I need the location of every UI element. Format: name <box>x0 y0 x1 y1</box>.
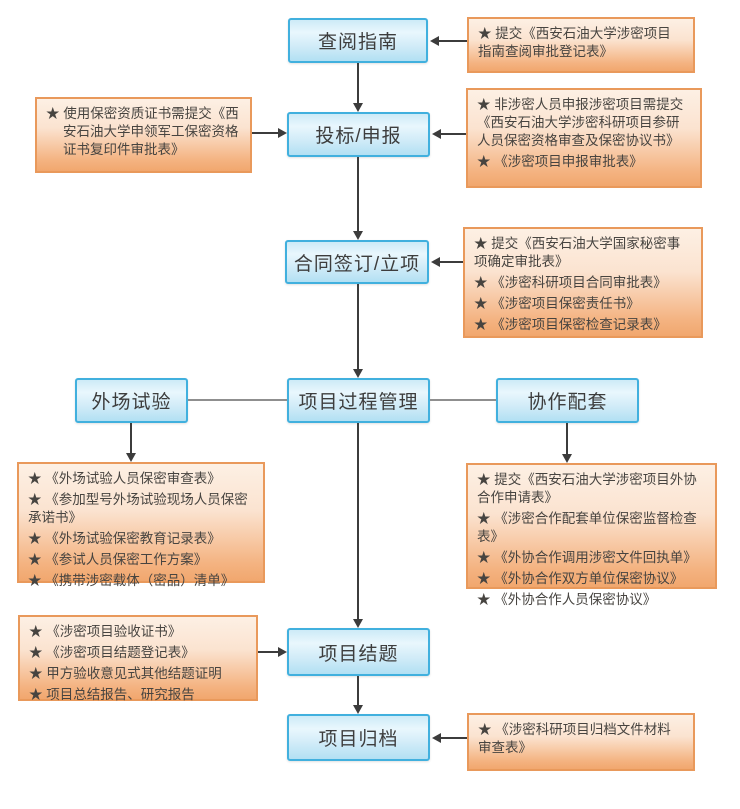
node-guide: 查阅指南 <box>288 18 428 63</box>
arrowhead-left-icon <box>431 257 440 267</box>
doc-box-field: ★ 《外场试验人员保密审查表》 ★ 《参加型号外场试验现场人员保密承诺书》 ★ 《外… <box>17 462 265 588</box>
node-label: 协作配套 <box>527 392 608 413</box>
doc-box-collab: ★ 提交《西安石油大学涉密项目外协合作申请表》 ★ 《涉密合作配套单位保密监督检查… <box>466 463 717 607</box>
node-label: 项目过程管理 <box>298 392 419 413</box>
node-label: 合同签订/立项 <box>293 253 421 275</box>
arrow-contract-to-process <box>357 284 359 369</box>
doc-item: ★ 《参加型号外场试验现场人员保密承诺书》 <box>28 492 248 525</box>
node-label: 查阅指南 <box>317 32 398 53</box>
doc-item: ★ 使用保密资质证书需提交《西安石油大学申领军工保密资格证书复印件审批表》 <box>46 106 239 157</box>
arrow-collab-to-docs <box>566 423 568 454</box>
connector-process-collab <box>430 399 496 401</box>
arrowhead-left-icon <box>430 36 439 46</box>
arrow-closing-to-archive <box>357 676 359 705</box>
doc-item: ★ 《外协合作调用涉密文件回执单》 <box>477 550 697 565</box>
doc-box-cert: ★ 使用保密资质证书需提交《西安石油大学申领军工保密资格证书复印件审批表》 <box>35 97 252 173</box>
doc-item: ★ 《涉密科研项目合同审批表》 <box>474 275 667 290</box>
node-label: 项目归档 <box>318 729 399 750</box>
arrow-process-to-closing <box>357 423 359 619</box>
doc-item: ★ 《外协合作人员保密协议》 <box>477 592 657 607</box>
arrow-bid-to-contract <box>357 157 359 231</box>
connector-fieldtest-process <box>188 399 287 401</box>
doc-item: ★ 项目总结报告、研究报告 <box>29 687 195 702</box>
arrowhead-left-icon <box>432 733 441 743</box>
arrowhead-down-icon <box>353 705 363 714</box>
arrowhead-left-icon <box>432 129 441 139</box>
node-label: 项目结题 <box>318 643 399 665</box>
doc-item: ★ 《涉密项目结题登记表》 <box>29 645 195 660</box>
node-contract: 合同签订/立项 <box>285 240 429 284</box>
arrow-closingdocs-to-closing <box>258 651 279 653</box>
doc-box-archive: ★ 《涉密科研项目归档文件材料审查表》 <box>467 713 695 771</box>
arrow-biddocs-to-bid <box>441 133 466 135</box>
arrowhead-down-icon <box>126 453 136 462</box>
doc-item: ★ 《涉密项目保密责任书》 <box>474 296 640 311</box>
node-process: 项目过程管理 <box>287 378 430 423</box>
arrowhead-down-icon <box>353 231 363 240</box>
node-label: 投标/申报 <box>315 126 402 147</box>
node-closing: 项目结题 <box>287 628 430 676</box>
doc-item: ★ 非涉密人员申报涉密项目需提交《西安石油大学涉密科研项目参研人员保密资格审查及… <box>477 97 684 148</box>
doc-item: ★ 《涉密科研项目归档文件材料审查表》 <box>478 722 671 755</box>
node-archive: 项目归档 <box>287 714 430 761</box>
doc-item: ★ 《外场试验保密教育记录表》 <box>28 531 221 546</box>
doc-box-guide: ★ 提交《西安石油大学涉密项目指南查阅审批登记表》 <box>467 17 695 73</box>
doc-item: ★ 甲方验收意见式其他结题证明 <box>29 666 222 681</box>
doc-item: ★ 《外场试验人员保密审查表》 <box>28 471 221 486</box>
node-field-test: 外场试验 <box>75 378 188 423</box>
arrowhead-right-icon <box>278 128 287 138</box>
doc-box-bid: ★ 非涉密人员申报涉密项目需提交《西安石油大学涉密科研项目参研人员保密资格审查及… <box>466 88 702 188</box>
doc-item: ★ 《外协合作双方单位保密协议》 <box>477 571 684 586</box>
arrowhead-down-icon <box>562 454 572 463</box>
arrowhead-down-icon <box>353 103 363 112</box>
arrowhead-right-icon <box>278 647 287 657</box>
doc-item: ★ 提交《西安石油大学国家秘密事项确定审批表》 <box>474 236 681 269</box>
arrowhead-down-icon <box>353 619 363 628</box>
arrow-archivedocs-to-archive <box>441 737 467 739</box>
arrow-contractdocs-to-contract <box>440 261 463 263</box>
arrow-certdocs-to-bid <box>252 132 279 134</box>
node-bid: 投标/申报 <box>287 112 430 157</box>
doc-item: ★ 《涉密项目验收证书》 <box>29 624 182 639</box>
doc-item: ★ 《参试人员保密工作方案》 <box>28 552 208 567</box>
doc-box-contract: ★ 提交《西安石油大学国家秘密事项确定审批表》 ★ 《涉密科研项目合同审批表》 ★ … <box>463 227 703 338</box>
node-collab: 协作配套 <box>496 378 639 423</box>
doc-item: ★ 提交《西安石油大学涉密项目外协合作申请表》 <box>477 472 697 505</box>
doc-box-closing: ★ 《涉密项目验收证书》 ★ 《涉密项目结题登记表》 ★ 甲方验收意见式其他结题证明… <box>18 615 258 702</box>
doc-item: ★ 《涉密合作配套单位保密监督检查表》 <box>477 511 697 544</box>
arrow-guidedocs-to-guide <box>439 40 467 42</box>
doc-item: ★ 《携带涉密载体（密品）清单》 <box>28 573 235 588</box>
doc-item: ★ 《涉密项目保密检查记录表》 <box>474 317 667 332</box>
doc-item: ★ 提交《西安石油大学涉密项目指南查阅审批登记表》 <box>478 26 671 59</box>
arrow-guide-to-bid <box>357 63 359 103</box>
arrow-fieldtest-to-docs <box>130 423 132 453</box>
node-label: 外场试验 <box>91 392 172 413</box>
arrowhead-down-icon <box>353 369 363 378</box>
doc-item: ★ 《涉密项目申报审批表》 <box>477 154 643 169</box>
